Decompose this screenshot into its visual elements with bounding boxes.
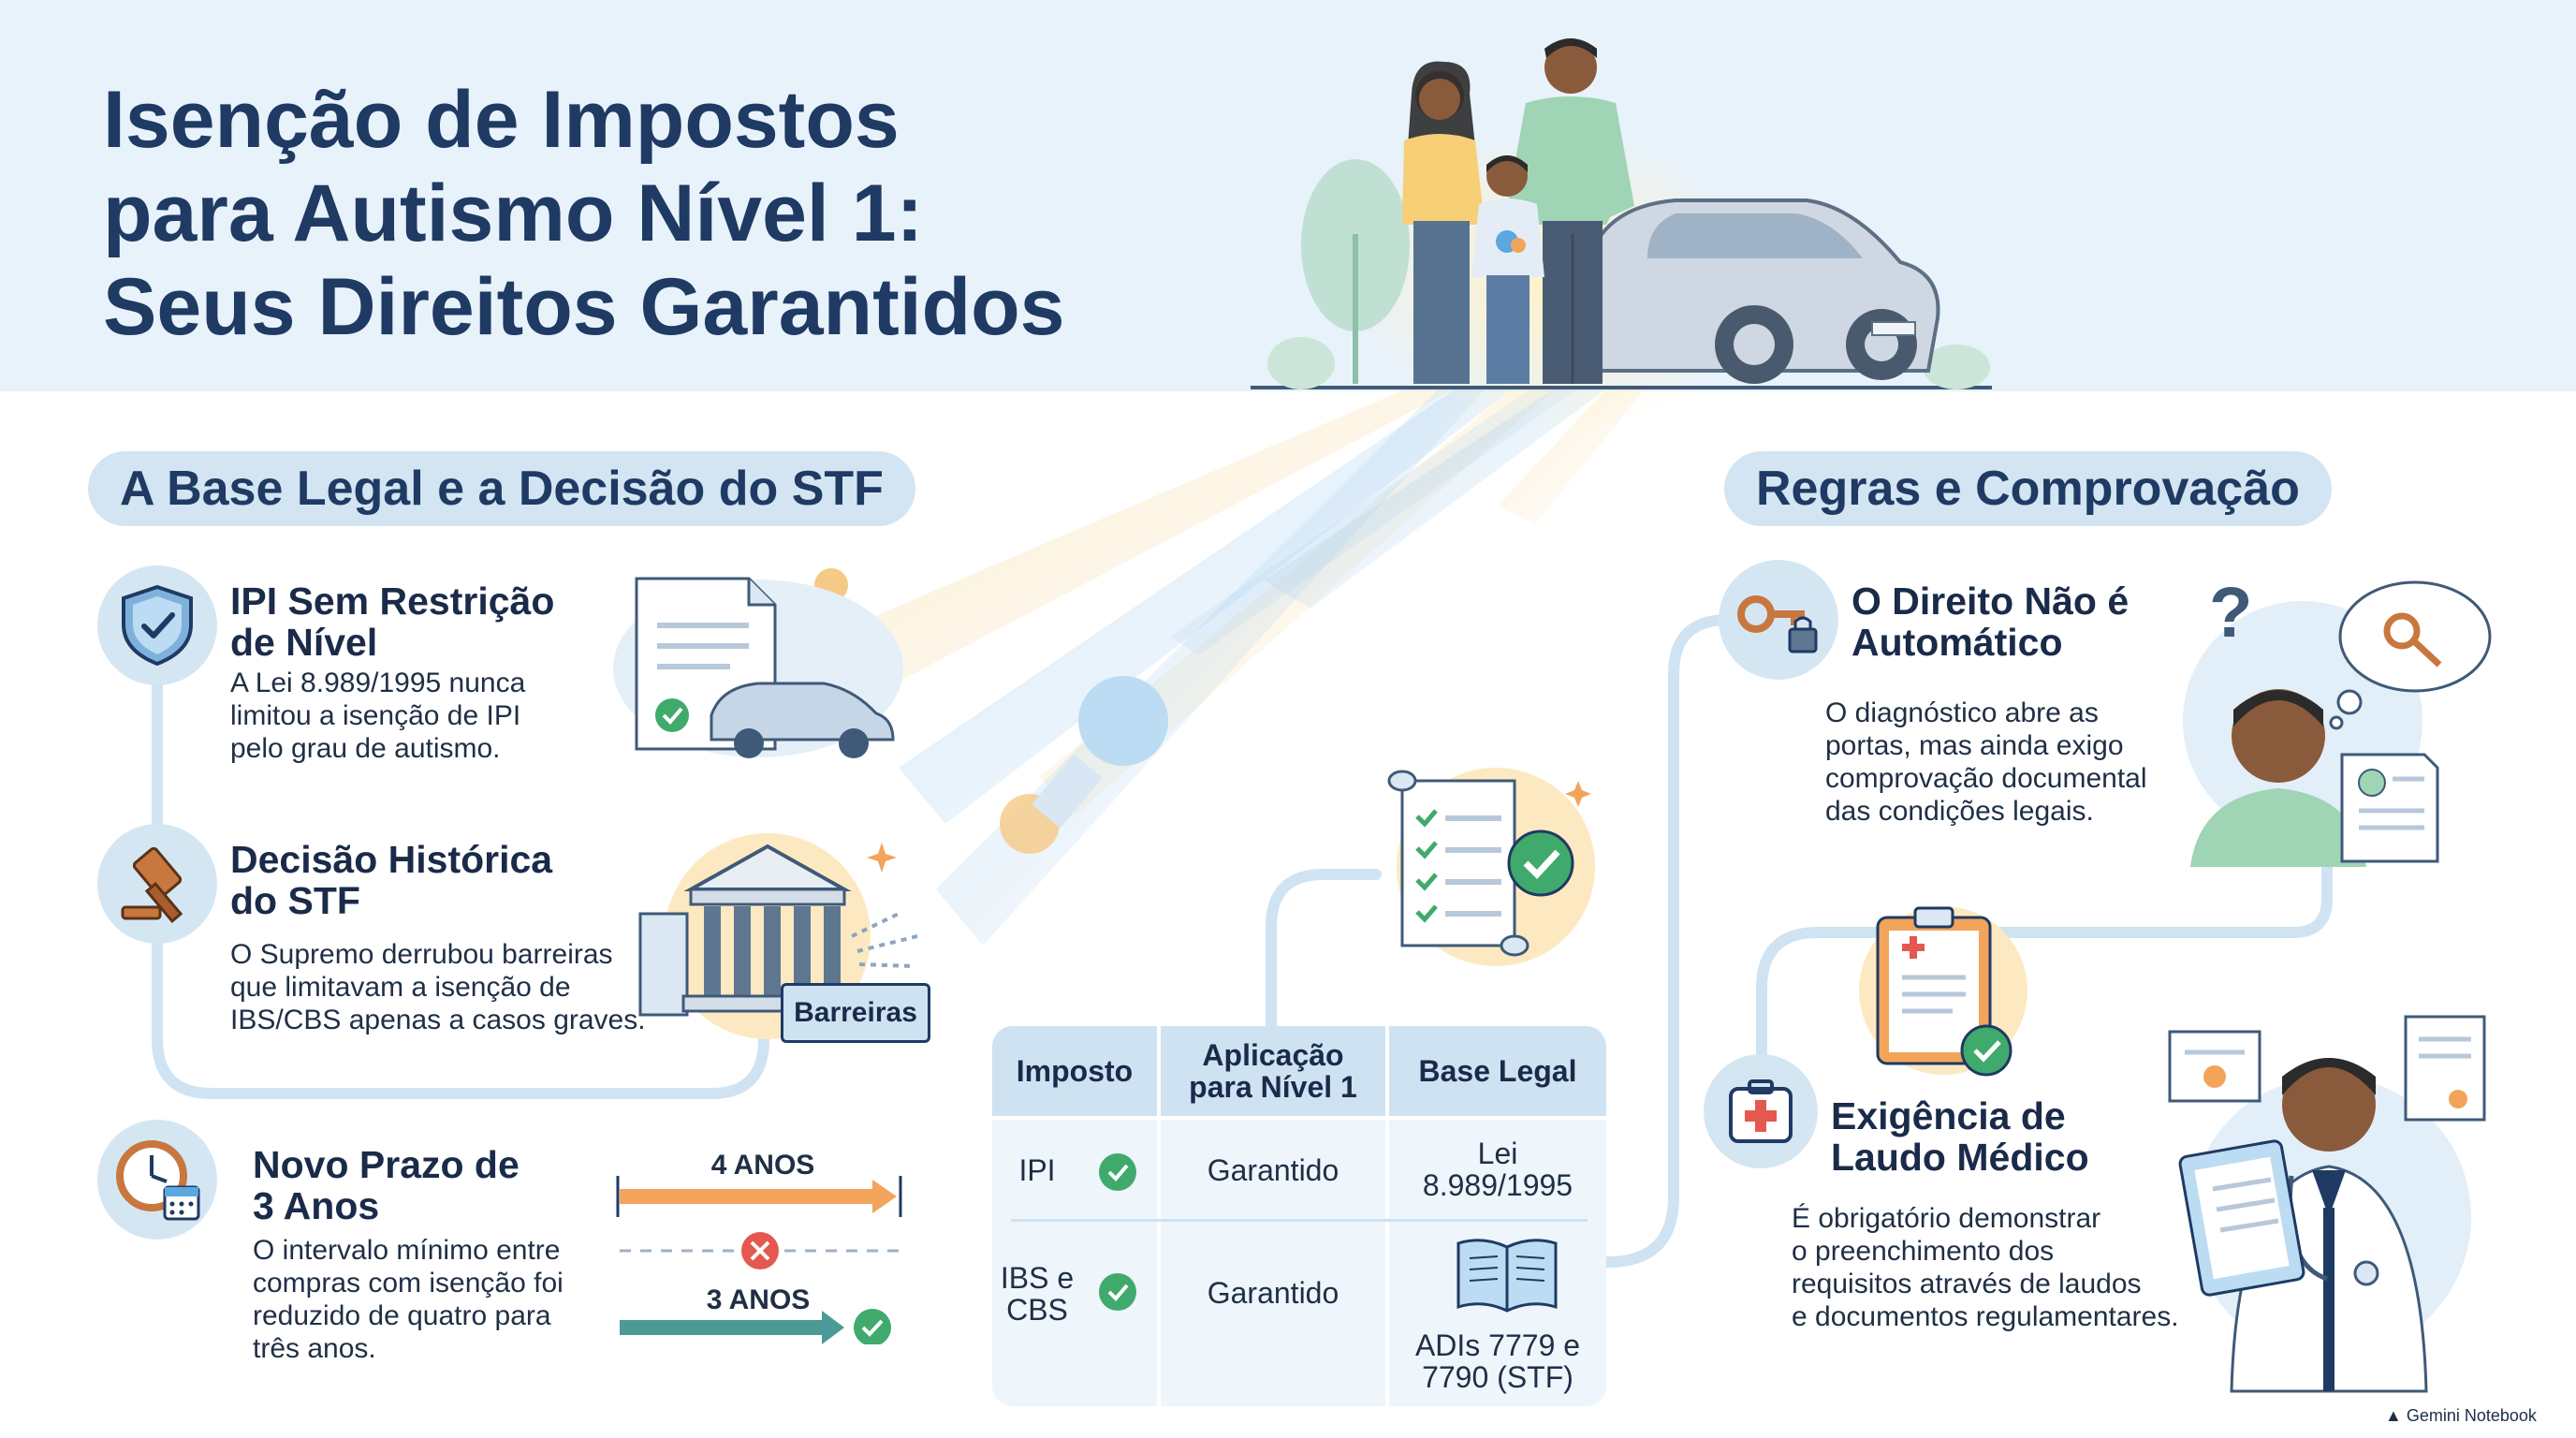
- table-cell-tax-ipi: IPI: [1018, 1153, 1056, 1187]
- gavel-icon: [97, 824, 217, 944]
- brand-logo-icon: ▲: [2385, 1406, 2402, 1425]
- table-cell-tax-ibs-cbs: IBS e CBS: [1000, 1261, 1075, 1327]
- table-cell-legal-basis: Lei 8.989/1995: [1422, 1137, 1573, 1202]
- header-band: [0, 0, 2576, 391]
- table-divider: [1385, 1026, 1389, 1406]
- title-line-2: para Autismo Nível 1:: [103, 169, 924, 258]
- mother-figure: [1402, 61, 1485, 384]
- left-connector: [152, 668, 769, 1099]
- medical-kit-icon: [1704, 1054, 1818, 1168]
- table-cell-application: Garantido: [1207, 1276, 1339, 1310]
- item-direito-text: O diagnóstico abre as portas, mas ainda …: [1825, 697, 2147, 827]
- item-ipi-title: IPI Sem Restrição de Nível: [230, 580, 555, 664]
- item-prazo-title: Novo Prazo de 3 Anos: [253, 1143, 520, 1227]
- title-line-3: Seus Direitos Garantidos: [103, 262, 1065, 352]
- table-row-divider: [1011, 1219, 1588, 1222]
- table-divider: [1157, 1026, 1161, 1406]
- timeline-arrows: [616, 1176, 904, 1344]
- checklist-illustration: [1387, 768, 1595, 966]
- right-connector-2: [1756, 856, 2333, 1082]
- table-header-aplicacao: Aplicação para Nível 1: [1161, 1026, 1385, 1116]
- open-book-icon: [1456, 1239, 1558, 1313]
- right-section-title: Regras e Comprovação: [1724, 451, 2332, 526]
- clock-calendar-icon: [97, 1120, 217, 1240]
- center-connector: [1266, 869, 1382, 1035]
- item-ipi-text: A Lei 8.989/1995 nunca limitou a isenção…: [230, 668, 526, 764]
- item-stf-text: O Supremo derrubou barreiras que limitav…: [230, 939, 646, 1035]
- right-connector: [1603, 614, 1734, 1268]
- check-icon: [1099, 1153, 1136, 1191]
- timeline-old-label: 4 ANOS: [710, 1150, 815, 1181]
- clipboard-illustration: [1859, 906, 2027, 1077]
- item-stf-title: Decisão Histórica do STF: [230, 838, 553, 922]
- item-laudo-title: Exigência de Laudo Médico: [1831, 1094, 2089, 1179]
- family-car-illustration: [1251, 38, 1992, 431]
- key-lock-icon: [1719, 560, 1838, 680]
- left-section-title: A Base Legal e a Decisão do STF: [88, 451, 915, 526]
- page-title: Isenção de Impostos para Autismo Nível 1…: [103, 73, 1065, 354]
- child-figure: [1471, 155, 1544, 384]
- shield-check-icon: [97, 565, 217, 685]
- svg-text:?: ?: [2209, 573, 2252, 653]
- document-car-illustration: [613, 577, 903, 758]
- table-cell-legal-basis: ADIs 7779 e 7790 (STF): [1414, 1328, 1581, 1394]
- table-row-divider: [992, 1116, 1606, 1120]
- check-icon: [1099, 1273, 1136, 1311]
- table-cell-application: Garantido: [1207, 1153, 1339, 1187]
- car-icon: [1589, 198, 1940, 384]
- item-direito-title: O Direito Não é Automático: [1852, 580, 2130, 664]
- footer-brand: ▲ Gemini Notebook: [2385, 1406, 2537, 1425]
- barrier-label: Barreiras: [781, 983, 930, 1043]
- item-prazo-text: O intervalo mínimo entre compras com ise…: [253, 1235, 564, 1364]
- father-figure: [1507, 38, 1634, 384]
- person-thinking-illustration: ?: [2183, 573, 2492, 867]
- light-beams: [805, 386, 1647, 946]
- tax-table: Imposto Aplicação para Nível 1 Base Lega…: [992, 1026, 1606, 1406]
- timeline-new-label: 3 ANOS: [706, 1284, 811, 1315]
- table-header-imposto: Imposto: [992, 1026, 1157, 1116]
- table-header-base-legal: Base Legal: [1389, 1026, 1606, 1116]
- doctor-illustration: [2168, 1015, 2486, 1393]
- item-laudo-text: É obrigatório demonstrar o preenchimento…: [1792, 1203, 2179, 1332]
- title-line-1: Isenção de Impostos: [103, 75, 900, 165]
